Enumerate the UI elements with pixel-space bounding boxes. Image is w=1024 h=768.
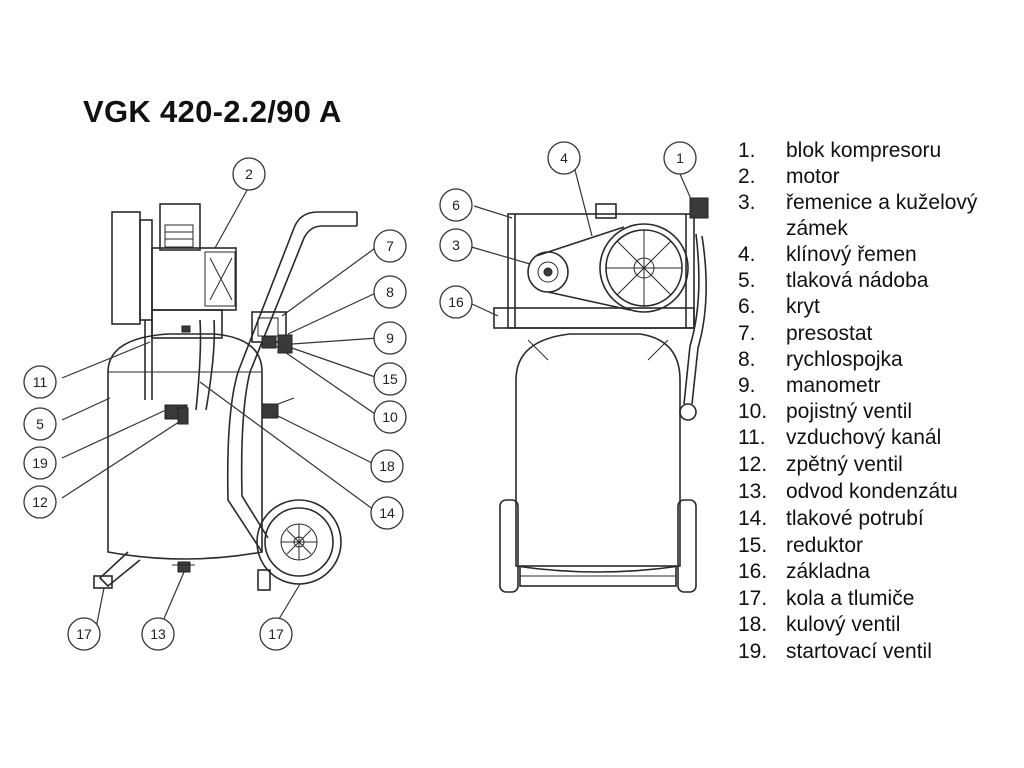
callouts: 2 7 8 9 15 10 11 5 19 12 18 14 17 13 17 …	[23, 141, 697, 651]
callout-12-label: 12	[32, 494, 48, 510]
front-view	[493, 197, 709, 593]
callout-19-label: 19	[32, 455, 48, 471]
callout-3: 3	[439, 228, 473, 262]
callout-7-label: 7	[386, 238, 394, 254]
callout-4-label: 4	[560, 150, 568, 166]
callout-9-label: 9	[386, 330, 394, 346]
callout-14-label: 14	[379, 505, 395, 521]
callout-13-label: 13	[150, 626, 166, 642]
callout-6: 6	[439, 188, 473, 222]
callout-8: 8	[373, 275, 407, 309]
callout-4: 4	[547, 141, 581, 175]
callout-11: 11	[23, 365, 57, 399]
callout-17-left-label: 17	[76, 626, 92, 642]
diagram-title: VGK 420-2.2/90 A	[83, 94, 342, 129]
callout-17-right-label: 17	[268, 626, 284, 642]
callout-17-right: 17	[259, 617, 293, 651]
callout-8-label: 8	[386, 284, 394, 300]
callout-17-left: 17	[67, 617, 101, 651]
callout-19: 19	[23, 446, 57, 480]
callout-13: 13	[141, 617, 175, 651]
callout-18: 18	[370, 449, 404, 483]
callout-10: 10	[373, 400, 407, 434]
side-view	[93, 203, 358, 591]
callout-1-label: 1	[676, 150, 684, 166]
callout-2: 2	[232, 157, 266, 191]
callout-3-label: 3	[452, 237, 460, 253]
callout-15: 15	[373, 362, 407, 396]
callout-12: 12	[23, 485, 57, 519]
callout-16-label: 16	[448, 294, 464, 310]
callout-9: 9	[373, 321, 407, 355]
callout-1: 1	[663, 141, 697, 175]
callout-16: 16	[439, 285, 473, 319]
callout-6-label: 6	[452, 197, 460, 213]
callout-5-label: 5	[36, 416, 44, 432]
callout-14: 14	[370, 496, 404, 530]
callout-5: 5	[23, 407, 57, 441]
callout-2-label: 2	[245, 166, 253, 182]
callout-18-label: 18	[379, 458, 395, 474]
callout-7: 7	[373, 229, 407, 263]
callout-11-label: 11	[33, 374, 48, 390]
callout-15-label: 15	[382, 371, 398, 387]
callout-10-label: 10	[382, 409, 398, 425]
